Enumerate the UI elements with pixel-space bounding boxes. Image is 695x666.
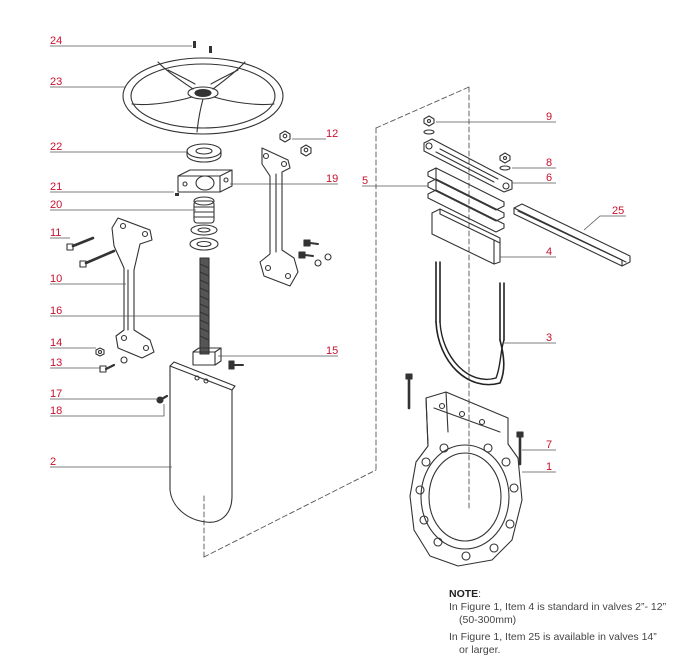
callout-20: 20 — [50, 199, 62, 211]
callout-15: 15 — [326, 345, 338, 357]
note-line-1: In Figure 1, Item 4 is standard in valve… — [449, 601, 667, 613]
note-block: NOTE: In Figure 1, Item 4 is standard in… — [449, 588, 689, 657]
note-line-2: In Figure 1, Item 25 is available in val… — [449, 631, 657, 643]
callout-16: 16 — [50, 305, 62, 317]
handwheel-part — [122, 57, 284, 135]
yoke-base-bolt-part — [298, 239, 332, 267]
note-line-1-sizes: (50-300mm) — [459, 614, 517, 626]
callout-13: 13 — [50, 357, 62, 369]
valve-body-part — [409, 391, 523, 567]
callout-10: 10 — [50, 273, 62, 285]
seat-cord-part — [435, 261, 505, 386]
callout-12: 12 — [326, 128, 338, 140]
callout-18: 18 — [50, 405, 62, 417]
callout-2: 2 — [50, 456, 56, 468]
callout-17: 17 — [50, 388, 62, 400]
bearing-block-part — [177, 169, 233, 193]
packing-part — [427, 167, 505, 233]
leader-lines — [50, 45, 626, 473]
assembly-outline — [203, 86, 470, 558]
set-screw-part — [193, 41, 212, 53]
thrust-washer-part — [186, 143, 222, 163]
body-bolt-left-part — [405, 373, 413, 410]
packing-retainer-part — [431, 208, 501, 265]
callout-23: 23 — [50, 76, 62, 88]
gate-part — [169, 361, 236, 523]
callout-labels: 24 23 22 21 20 11 10 16 14 13 17 18 2 12… — [50, 35, 624, 473]
note-title: NOTE — [449, 588, 479, 600]
gate-bolt-part — [156, 394, 169, 404]
callout-22: 22 — [50, 141, 62, 153]
callout-1: 1 — [546, 461, 552, 473]
gland-nut-part — [499, 152, 511, 171]
body-bolt-part — [516, 431, 524, 466]
pin-part — [175, 193, 179, 196]
stem-washer-part — [189, 224, 219, 251]
yoke-nut-part — [279, 130, 312, 157]
callout-5: 5 — [362, 175, 368, 187]
right-yoke-part — [259, 147, 299, 287]
callout-14: 14 — [50, 337, 62, 349]
callout-24: 24 — [50, 35, 62, 47]
adjusting-nut-part — [423, 115, 435, 135]
lower-bolt-part — [95, 347, 128, 373]
stem-clevis-part — [192, 347, 222, 366]
callout-19: 19 — [326, 173, 338, 185]
stem-nut-part — [193, 196, 215, 224]
callout-3: 3 — [546, 332, 552, 344]
note-line-2-sizes: or larger. — [459, 644, 501, 656]
callout-25: 25 — [612, 205, 624, 217]
callout-9: 9 — [546, 111, 552, 123]
gland-follower-part — [423, 138, 513, 193]
callout-21: 21 — [50, 181, 62, 193]
threaded-stem-part — [199, 257, 210, 355]
clevis-bolt-part — [228, 360, 244, 370]
callout-7: 7 — [546, 439, 552, 451]
callout-8: 8 — [546, 157, 552, 169]
left-yoke-part — [111, 217, 155, 359]
deflector-cone-part — [513, 203, 631, 267]
callout-6: 6 — [546, 172, 552, 184]
yoke-bolt-part — [66, 236, 116, 268]
callout-4: 4 — [546, 246, 552, 258]
callout-11: 11 — [50, 227, 61, 239]
